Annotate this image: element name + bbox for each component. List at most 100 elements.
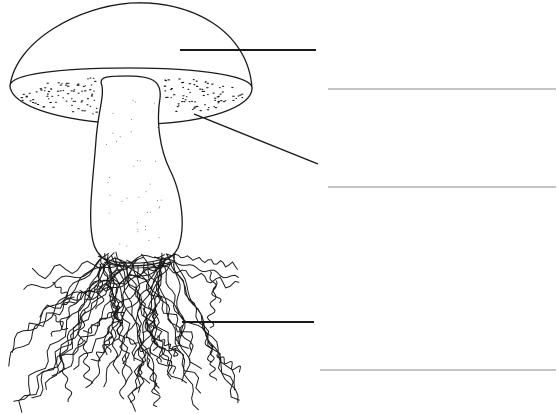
gill-dot: [91, 96, 93, 97]
gill-dot: [77, 85, 79, 86]
stalk-dot: [137, 160, 138, 161]
stalk-dot: [161, 200, 162, 201]
gill-dot: [67, 93, 69, 94]
stalk-dot: [135, 102, 136, 103]
gill-dot: [63, 90, 64, 91]
gill-dot: [235, 98, 237, 99]
gill-dot: [68, 83, 70, 84]
stalk-dot: [157, 127, 158, 128]
hypha-branch: [210, 345, 217, 381]
stalk-dot: [127, 198, 128, 199]
gill-dot: [191, 101, 193, 102]
gill-dot: [60, 85, 62, 86]
gill-dot: [238, 95, 240, 96]
gill-dot: [77, 84, 80, 85]
stalk-dot: [137, 229, 138, 230]
gill-dot: [44, 87, 47, 88]
gill-dot: [23, 94, 25, 95]
stalk-dot: [106, 144, 107, 145]
gill-dot: [32, 102, 34, 103]
stalk-dot: [138, 197, 139, 198]
gill-dot: [51, 96, 53, 97]
gill-dot: [40, 88, 43, 89]
stalk-dot: [155, 161, 156, 162]
gill-dot: [165, 80, 167, 81]
gill-dot: [91, 94, 93, 95]
mushroom-hyphae: [9, 252, 241, 412]
gill-dot: [94, 100, 96, 101]
stalk-dot: [140, 161, 141, 162]
gill-dot: [220, 94, 222, 95]
gill-dot: [203, 95, 205, 96]
gill-dot: [73, 101, 75, 102]
stalk-dot: [109, 177, 110, 178]
gill-dot: [193, 79, 195, 80]
stalk-dot: [120, 136, 121, 137]
gill-dot: [196, 106, 198, 107]
gill-dot: [44, 90, 46, 91]
gill-dot: [60, 90, 62, 91]
stalk-dot: [112, 133, 113, 134]
gill-dot: [208, 107, 210, 108]
gill-dot: [217, 96, 220, 97]
gill-dot: [214, 98, 217, 99]
hypha-branch: [83, 340, 92, 388]
stalk-dot: [122, 201, 123, 202]
stalk-dot: [158, 208, 159, 209]
stalk-dot: [147, 212, 148, 213]
gill-dot: [71, 98, 73, 99]
gill-dot: [195, 81, 197, 82]
gill-dot: [86, 104, 88, 105]
stalk-dot: [131, 131, 132, 132]
gill-dot: [78, 93, 80, 94]
gill-dot: [182, 87, 184, 88]
gill-dot: [52, 107, 55, 108]
gill-dot: [62, 97, 64, 98]
gill-dot: [34, 103, 37, 104]
gill-dot: [224, 100, 226, 101]
stalk-dot: [145, 229, 146, 230]
gill-dot: [94, 81, 97, 82]
gill-dot: [167, 79, 170, 80]
gill-dot: [92, 113, 93, 114]
gill-dot: [193, 84, 195, 85]
gill-dot: [89, 77, 91, 78]
gill-dot: [71, 90, 73, 91]
stalk-dot: [157, 200, 158, 201]
gill-dot: [199, 89, 202, 90]
gill-dot: [231, 87, 233, 88]
gill-dot: [189, 92, 190, 93]
gill-dot: [192, 109, 194, 110]
gill-dot: [42, 106, 45, 107]
stalk-dot: [109, 213, 110, 214]
gill-dot: [213, 106, 215, 107]
gill-dot: [36, 91, 38, 92]
stalk-dot: [133, 100, 134, 101]
gill-dot: [49, 102, 52, 103]
gill-dot: [87, 78, 89, 79]
gill-dot: [199, 110, 202, 111]
gill-dot: [201, 91, 204, 92]
gill-dot: [211, 84, 214, 85]
stalk-dot: [154, 103, 155, 104]
gill-dot: [239, 95, 241, 96]
gill-dot: [217, 102, 219, 103]
gill-dot: [61, 83, 62, 84]
gill-dot: [20, 97, 23, 98]
gill-dot: [57, 82, 60, 83]
stalk-dot: [159, 207, 160, 208]
gill-dot: [81, 100, 83, 101]
stalk-dot: [109, 195, 110, 196]
gill-dot: [220, 100, 223, 101]
gill-dot: [73, 91, 75, 92]
gill-dot: [207, 83, 209, 84]
gill-dot: [206, 87, 209, 88]
gill-dot: [241, 97, 243, 98]
gill-dot: [182, 98, 184, 99]
gill-dot: [66, 101, 68, 102]
gill-dot: [189, 83, 192, 84]
stalk-dot: [148, 240, 149, 241]
gill-dot: [173, 94, 176, 95]
gill-dot: [177, 106, 179, 107]
